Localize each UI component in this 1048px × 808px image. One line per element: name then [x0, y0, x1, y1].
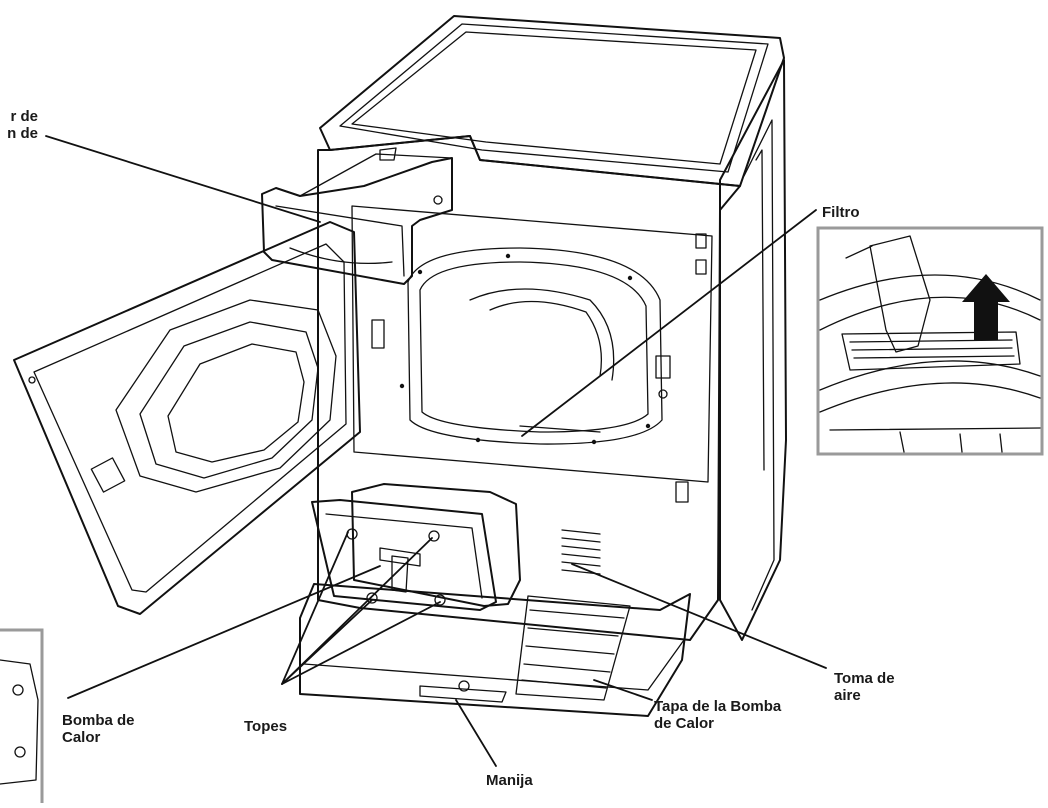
cabinet-side: [719, 59, 787, 641]
leader-dispenser: [45, 135, 321, 223]
leader-stop-3: [281, 599, 373, 685]
label-heat-pump-cover: Tapa de la Bomba de Calor: [654, 698, 782, 732]
heat-pump-inset: [0, 628, 44, 808]
base-tray: [299, 583, 691, 717]
heat-pump-assembly: [311, 483, 521, 611]
label-handle: Manija: [486, 772, 533, 789]
leader-handle: [455, 699, 497, 767]
label-filter: Filtro: [822, 204, 860, 221]
leader-heat-pump: [67, 565, 381, 699]
label-stops: Topes: [244, 718, 288, 735]
leader-heat-pump-cover: [593, 679, 653, 701]
cabinet-front: [317, 135, 741, 641]
leader-stop-1: [281, 531, 349, 685]
filter-inset: [816, 226, 1044, 456]
leader-air-intake: [571, 563, 827, 669]
air-intake-grille: [561, 529, 601, 575]
label-dispenser: r de n de: [7, 108, 38, 142]
label-air-intake: Toma de aire: [834, 670, 895, 704]
dryer-door: [13, 221, 361, 615]
leader-filter: [521, 209, 817, 437]
label-heat-pump: Bomba de Calor: [62, 712, 135, 746]
up-arrow-icon: [962, 274, 1010, 340]
dispenser-drawer: [261, 147, 453, 285]
leader-stop-4: [281, 601, 441, 685]
